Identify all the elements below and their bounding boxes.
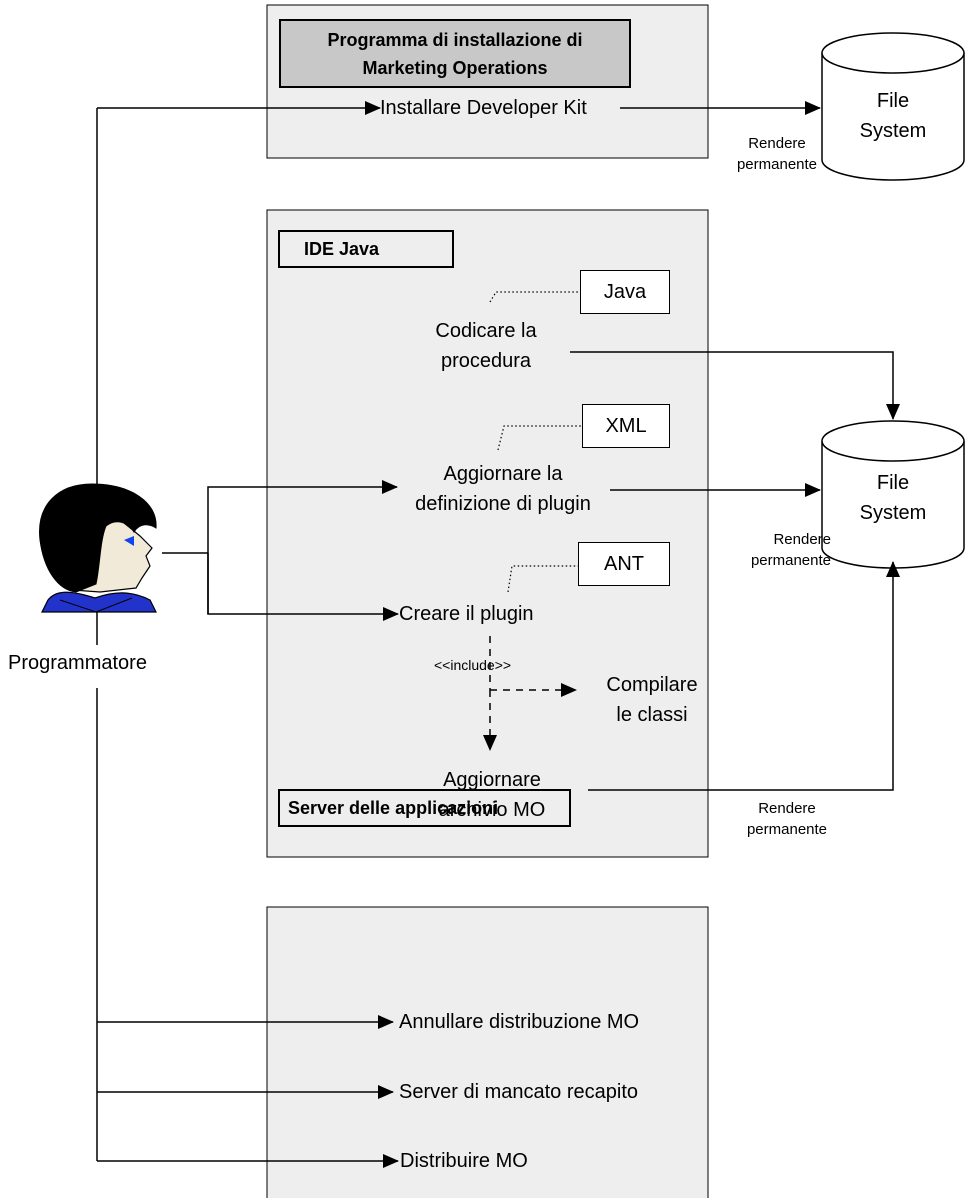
file-system-top-label: File System bbox=[843, 86, 943, 146]
include-stereotype: <<include>> bbox=[434, 657, 512, 673]
persist1-line1: Rendere bbox=[748, 135, 806, 152]
persist-label-3: Rendere permanente bbox=[732, 798, 842, 840]
compile-line2: le classi bbox=[616, 704, 688, 726]
code-procedure-line2: procedura bbox=[440, 350, 532, 372]
code-procedure-line1: Codicare la bbox=[435, 320, 537, 342]
programmer-actor-icon bbox=[39, 483, 157, 613]
server-frame bbox=[266, 906, 709, 1198]
use-case-undeploy[interactable]: Annullare distribuzione MO bbox=[399, 1011, 640, 1033]
actor-name: Programmatore bbox=[8, 652, 147, 674]
fs1-line2: System bbox=[859, 120, 927, 142]
ide-frame-title: IDE Java bbox=[278, 230, 454, 268]
use-case-install-kit[interactable]: Installare Developer Kit bbox=[380, 97, 587, 119]
update-def-line1: Aggiornare la bbox=[443, 463, 563, 485]
installer-frame-title: Programma di installazione di Marketing … bbox=[279, 19, 631, 88]
file-system-middle-label: File System bbox=[843, 468, 943, 528]
arrow-to-create-plugin bbox=[207, 553, 399, 621]
fs2-line2: System bbox=[859, 502, 927, 524]
persist2-line2: permanente bbox=[750, 552, 831, 569]
persist-label-2: Rendere permanente bbox=[723, 529, 831, 571]
compile-line1: Compilare bbox=[606, 674, 698, 696]
note-java: Java bbox=[580, 270, 670, 314]
installer-title-line1: Programma di installazione di bbox=[327, 30, 583, 50]
fs1-line1: File bbox=[876, 90, 910, 112]
update-archive-line2: archivio MO bbox=[438, 799, 546, 821]
persist3-line1: Rendere bbox=[758, 800, 816, 817]
note-link-xml bbox=[497, 425, 582, 451]
use-case-code-procedure[interactable]: Codicare la procedura bbox=[416, 316, 556, 376]
use-case-deploy[interactable]: Distribuire MO bbox=[400, 1150, 528, 1172]
note-xml: XML bbox=[582, 404, 670, 448]
persist1-line2: permanente bbox=[736, 156, 818, 173]
update-def-line2: definizione di plugin bbox=[415, 493, 591, 515]
use-case-fallback-server[interactable]: Server di mancato recapito bbox=[399, 1081, 639, 1103]
installer-title-line2: Marketing Operations bbox=[362, 58, 548, 78]
note-ant: ANT bbox=[578, 542, 670, 586]
file-system-middle bbox=[821, 420, 965, 569]
persist2-line1: Rendere bbox=[773, 531, 831, 548]
note-link-ant bbox=[507, 565, 578, 593]
persist3-line2: permanente bbox=[746, 821, 828, 838]
arrow-code-to-fs bbox=[570, 351, 900, 420]
use-case-update-plugin-def[interactable]: Aggiornare la definizione di plugin bbox=[398, 459, 608, 519]
file-system-top bbox=[821, 32, 965, 181]
use-case-compile-classes[interactable]: Compilare le classi bbox=[582, 670, 722, 730]
arrow-archive-to-fs bbox=[588, 561, 900, 791]
server-frame-title: Server delle applicazioni bbox=[278, 789, 571, 827]
update-archive-line1: Aggiornare bbox=[443, 769, 541, 791]
use-case-create-plugin[interactable]: Creare il plugin bbox=[399, 603, 534, 625]
fs2-line1: File bbox=[876, 472, 910, 494]
use-case-update-archive[interactable]: Aggiornare archivio MO bbox=[422, 765, 562, 825]
persist-label-1: Rendere permanente bbox=[727, 133, 827, 175]
